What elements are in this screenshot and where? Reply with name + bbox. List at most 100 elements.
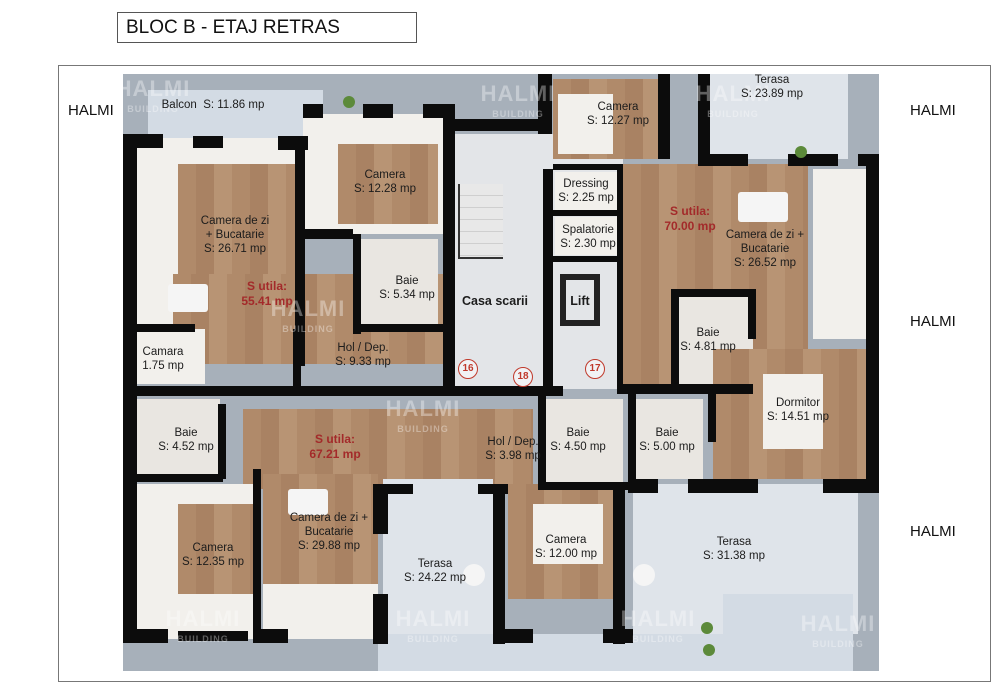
dining-table-left-top (168, 284, 208, 312)
wall (293, 329, 301, 389)
wall (698, 154, 748, 166)
wall (303, 104, 323, 118)
wall (253, 629, 288, 643)
wall (617, 164, 623, 394)
wall (493, 484, 505, 644)
dining-table-left-bottom (288, 489, 328, 515)
wall (123, 134, 137, 634)
wall (823, 479, 879, 493)
terrace-right-top-zone (708, 74, 848, 159)
dining-table-right (738, 192, 788, 222)
bedroom-left-top-floor (338, 144, 438, 224)
wall (708, 392, 716, 442)
bed-right-top (558, 94, 613, 154)
wall (698, 74, 710, 164)
wall (688, 479, 758, 493)
useful-area-apartment-right: S utila:70.00 mp (664, 204, 716, 233)
unit-marker-17: 17 (585, 359, 605, 379)
bed-right (763, 374, 823, 449)
wall (748, 289, 756, 339)
pantry-zone (135, 329, 205, 384)
wall (178, 631, 248, 641)
plant-icon (701, 622, 713, 634)
wall (538, 74, 552, 134)
useful-area-apartment-left-bottom: S utila:67.21 mp (309, 432, 361, 461)
wall (553, 164, 623, 170)
wall (193, 136, 223, 148)
wall (553, 210, 623, 216)
wall (613, 484, 625, 644)
orientation-label-right-bottom: HALMI (910, 523, 956, 540)
bath-left-bottom-zone (135, 399, 220, 479)
terrace-bottom-edge (378, 634, 723, 671)
unit-marker-18: 18 (513, 367, 533, 387)
wall (443, 104, 455, 394)
wall (353, 324, 443, 332)
kitchen-right-counter (813, 169, 868, 339)
wall (443, 119, 548, 131)
lift-shaft (560, 274, 600, 326)
room-label-hol-dep: Hol / Dep.S: 9.33 mp (335, 342, 391, 368)
plant-icon (795, 146, 807, 158)
wall (623, 384, 753, 394)
dressing-zone (555, 172, 620, 210)
room-label-hol-dep: Hol / Dep.S: 3.98 mp (485, 436, 541, 462)
wall (253, 469, 261, 639)
bath-center-zone (543, 399, 623, 484)
wall (503, 629, 533, 643)
plant-icon (343, 96, 355, 108)
wall (866, 154, 879, 484)
stair-flight (458, 184, 503, 259)
wall (658, 74, 670, 159)
terrace-right-bottom-edge (723, 594, 853, 671)
bedroom-left-bottom-floor (178, 504, 253, 594)
wall (628, 479, 658, 493)
useful-area-apartment-left-top: S utila:55.41 mp (241, 279, 293, 308)
wall (303, 229, 353, 239)
wall (353, 234, 361, 334)
bath-right-lower-zone (633, 399, 703, 479)
orientation-label-right-top: HALMI (910, 102, 956, 119)
laundry-zone (555, 217, 620, 255)
wall (553, 256, 623, 262)
terrace-table-left (463, 564, 485, 586)
wall (135, 324, 195, 332)
orientation-label-right-middle: HALMI (910, 313, 956, 330)
wall (543, 169, 553, 389)
page-title: BLOC B - ETAJ RETRAS (117, 12, 417, 43)
wall (123, 386, 563, 396)
wall (671, 289, 679, 384)
bath-left-top-zone (360, 239, 438, 324)
wall (123, 629, 168, 643)
lift-label: Lift (570, 294, 590, 308)
wall (373, 484, 388, 534)
wall (628, 392, 636, 482)
wall (123, 134, 163, 148)
